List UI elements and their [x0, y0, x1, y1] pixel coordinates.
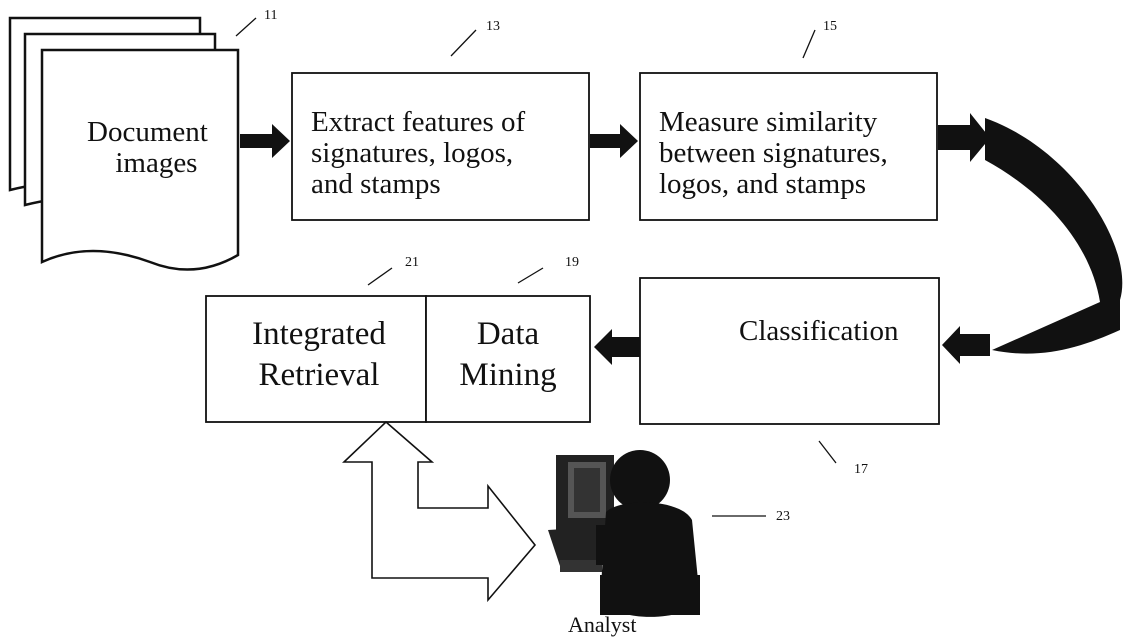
analyst-label: Analyst	[568, 612, 637, 637]
extract-features-line2: signatures, logos,	[311, 137, 514, 169]
measure-similarity-label: Measure similarity between signatures, l…	[659, 107, 888, 200]
extract-features-line1: Extract features of	[311, 106, 526, 138]
ref-documents: 11	[264, 8, 278, 23]
extract-features-label: Extract features of signatures, logos, a…	[311, 107, 525, 200]
data-mining-line1: Data	[476, 316, 540, 352]
arrow-classification-to-mining	[594, 329, 640, 365]
arrow-into-classification	[942, 326, 990, 364]
data-mining-box	[425, 295, 591, 423]
arrow-documents-to-extract	[240, 124, 290, 158]
extract-features-box	[291, 72, 590, 221]
measure-similarity-line2: between signatures,	[659, 137, 888, 169]
data-mining-label: Data Mining	[432, 314, 584, 396]
integrated-retrieval-box	[205, 295, 427, 423]
analyst-retrieval-arrow	[342, 420, 537, 603]
measure-similarity-line1: Measure similarity	[659, 106, 878, 138]
measure-similarity-box	[639, 72, 938, 221]
integrated-retrieval-label: Integrated Retrieval	[226, 314, 412, 396]
ref-mining: 19	[565, 255, 579, 270]
documents-label: Document images	[87, 117, 208, 179]
document-stack-icon	[8, 16, 240, 271]
ref-measure: 15	[823, 19, 837, 34]
analyst-computer-icon	[548, 450, 700, 617]
classification-label: Classification	[739, 315, 899, 347]
classification-box	[639, 277, 940, 425]
arrow-measure-out	[938, 113, 990, 162]
integrated-retrieval-line1: Integrated	[252, 316, 386, 352]
reference-leaders	[235, 17, 837, 517]
extract-features-line3: and stamps	[311, 168, 441, 200]
ref-analyst: 23	[776, 509, 790, 524]
ref-extract: 13	[486, 19, 500, 34]
curved-arrow-to-classification	[985, 118, 1123, 354]
arrow-extract-to-measure	[590, 124, 638, 158]
documents-label-line1: Document	[87, 116, 208, 148]
measure-similarity-line3: logos, and stamps	[659, 168, 867, 200]
data-mining-line2: Mining	[459, 357, 557, 393]
ref-retrieval: 21	[405, 255, 419, 270]
documents-label-line2: images	[115, 147, 198, 179]
integrated-retrieval-line2: Retrieval	[258, 357, 380, 393]
ref-classification: 17	[854, 462, 868, 477]
